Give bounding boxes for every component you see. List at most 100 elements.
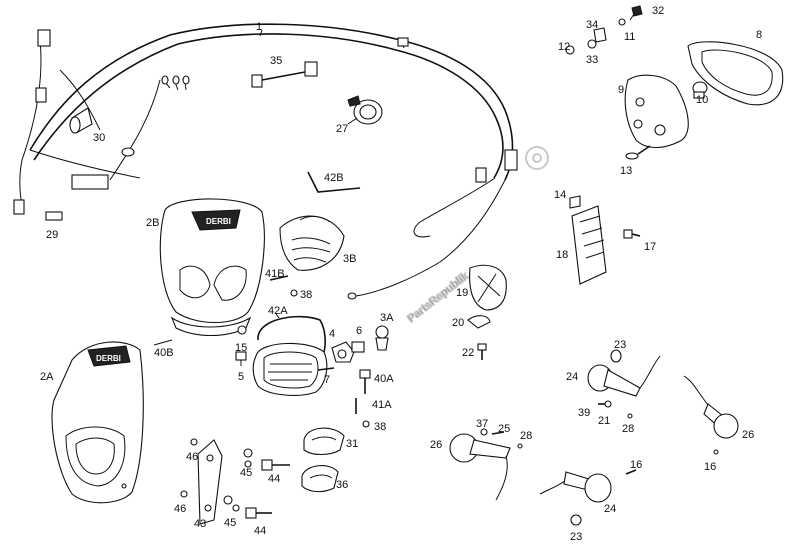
screw-16-right [713,449,719,455]
brand-mark-cowl-2B: DERBI [206,217,231,226]
bulb-6 [375,325,389,351]
nut-11 [618,18,626,26]
callout-12: 12 [558,41,570,53]
callout-2B: 2B [146,217,159,229]
washer-45-lower [223,495,240,512]
leader-27 [347,117,358,125]
callout-3A: 5 [238,371,244,383]
callout-24-lower: 24 [604,503,616,515]
tail-lens-8 [687,41,784,106]
callout-43: 43 [194,518,206,530]
front-fairing-2A [51,341,144,504]
leader-42A [275,313,280,319]
callout-21: 21 [598,415,610,427]
callout-38-upper: 38 [300,289,312,301]
callout-28-right: 28 [622,423,634,435]
callout-42B: 42B [324,172,344,184]
connector-lead-35 [251,61,318,88]
callout-24-upper: 24 [566,371,578,383]
socket-5 [351,341,365,353]
screw-13 [625,145,651,160]
callout-41B: 41B [265,268,285,280]
callout-40A: 40A [374,373,394,385]
clamp-36 [301,465,339,493]
washer-45-upper [243,448,253,468]
indicator-26-left [449,433,511,501]
clip-14 [569,195,581,209]
brand-mark-fairing-2A: DERBI [96,354,121,363]
callout-4: 4 [329,328,335,340]
indicator-24-lower [539,471,612,503]
bracket-20 [467,315,491,329]
callout-2A: 2A [40,371,54,383]
callout-25: 25 [498,423,510,435]
callout-18: 18 [556,249,568,261]
indicator-24-upper [587,355,661,397]
callout-13: 13 [620,165,632,177]
callout-10: 10 [696,94,708,106]
callout-45-lower: 45 [224,517,236,529]
nut-37 [480,428,488,436]
callout-33: 33 [586,54,598,66]
callout-16-lower: 16 [630,459,642,471]
callout-22: 22 [462,347,474,359]
fastener-34 [593,27,607,43]
callout-42A: 42A [268,305,288,317]
callout-36: 36 [336,479,348,491]
tail-bulb-10 [692,81,708,99]
tail-housing-9 [624,74,689,149]
callout-11: 11 [624,31,635,43]
callout-30: 30 [93,132,105,144]
bolt-17 [623,229,641,239]
callout-26-right: 26 [742,429,754,441]
callout-35: 35 [270,55,282,67]
callout-27: 27 [336,123,348,135]
washer-46-lower [180,490,188,498]
callout-41A: 41A [372,399,392,411]
nut-21 [604,400,612,408]
nut-12 [565,45,575,55]
callout-40B: 40B [154,347,174,359]
indicator-bulb-23-lower [570,514,582,526]
callout-37: 37 [476,418,488,430]
callout-46-lower: 46 [174,503,186,515]
callout-15: 15 [235,342,247,354]
regulator-18 [571,205,607,285]
callout-44-upper: 44 [268,473,280,485]
callout-29: 29 [46,229,58,241]
headlight-3A [252,342,328,396]
callout-38-lower: 38 [374,421,386,433]
bulb-holder-4 [331,341,355,363]
rubber-boot-30 [69,107,93,134]
mounting-plate-43 [197,439,223,525]
headlight-unit-3B [279,215,345,271]
indicator-bulb-23-upper [610,349,622,363]
callout-17: 17 [644,241,656,253]
washer-33 [587,39,597,49]
screw-25 [491,431,505,435]
indicator-26-right [683,375,739,439]
washer-46-upper [190,438,198,446]
callout-32: 32 [652,5,664,17]
washer-28-left [517,443,523,449]
callout-16-right: 16 [704,461,716,473]
callout-45-upper: 45 [240,467,252,479]
callout-3B: 3B [343,253,356,265]
callout-23-lower: 23 [570,531,582,543]
bracket-42A [257,315,326,353]
callout-1: 1 [256,21,262,33]
callout-7: 7 [324,374,330,386]
nut-38-upper [290,289,298,297]
bolt-44-lower [245,507,272,519]
screw-41B [269,275,289,281]
horn-19 [469,264,507,311]
callout-26-left: 26 [430,439,442,451]
callout-5: 6 [356,325,362,337]
callout-34: 34 [586,19,598,31]
fuse-29 [45,211,63,221]
callout-9: 9 [618,84,624,96]
leader-1 [259,29,263,37]
bolt-44-upper [261,459,290,471]
screw-40B [153,339,173,346]
